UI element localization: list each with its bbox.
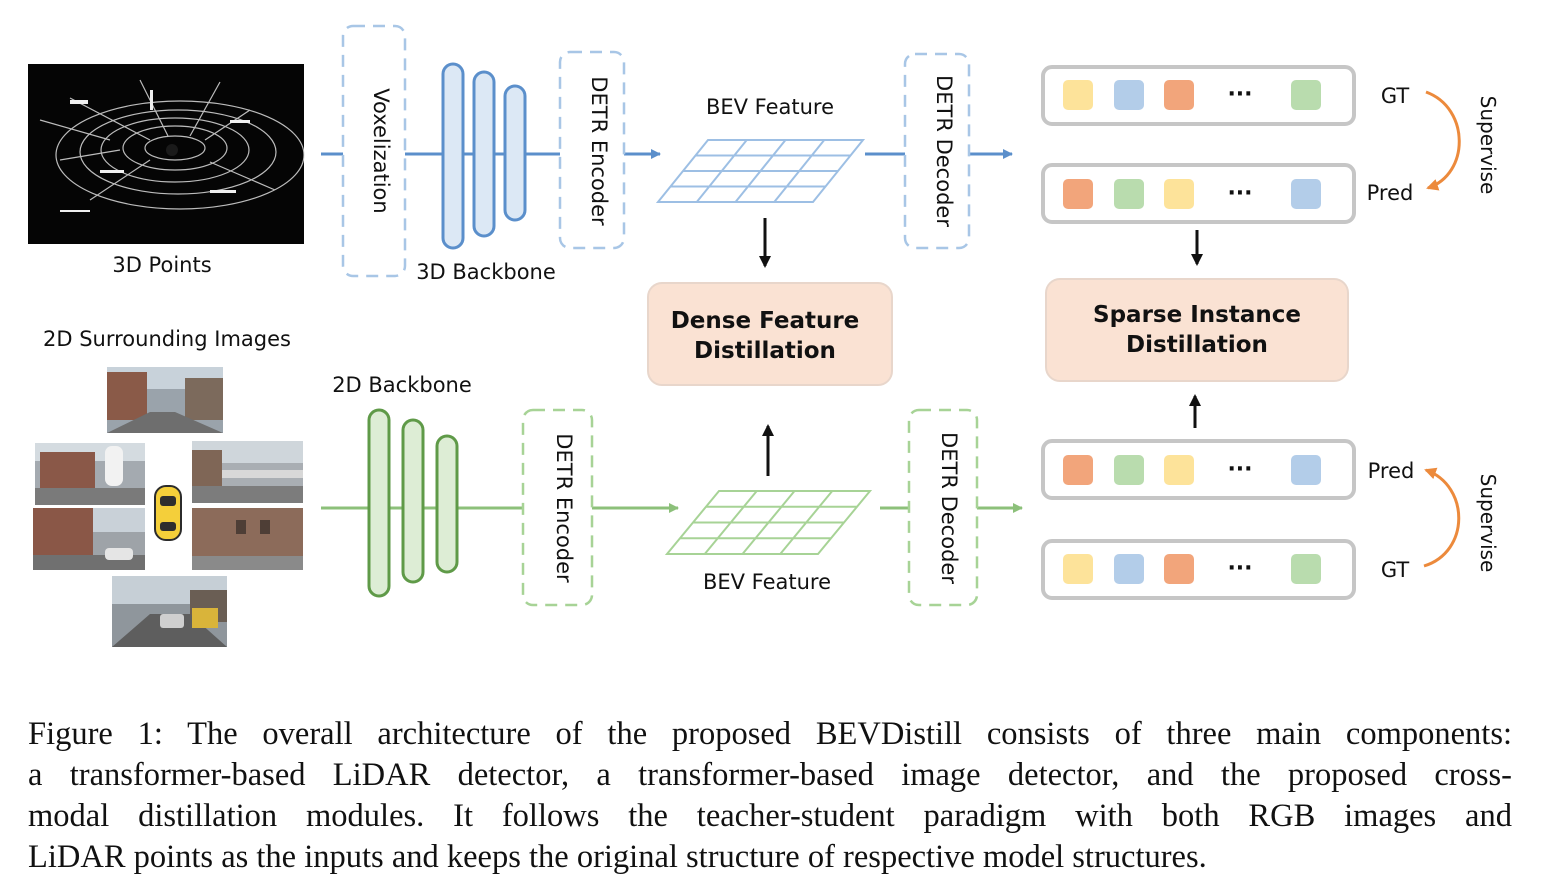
token (1063, 554, 1093, 584)
bottom-gt-token-row: ··· (1041, 539, 1356, 600)
camera-back-left-image (33, 508, 145, 570)
lidar-decoder-block: DETR Decoder (903, 52, 971, 250)
surrounding-camera-images (33, 367, 303, 647)
token (1114, 554, 1144, 584)
bottom-pred-token-row: ··· (1041, 439, 1356, 500)
sparse-distill-line2: Distillation (1126, 332, 1268, 358)
token (1164, 455, 1194, 485)
lidar-bev-label: BEV Feature (706, 95, 834, 119)
lidar-encoder-label: DETR Encoder (587, 76, 611, 226)
token (1063, 455, 1093, 485)
caption-line: Figure 1: The overall architecture of th… (28, 716, 1512, 752)
figure-caption: Figure 1: The overall architecture of th… (28, 714, 1512, 878)
camera-front-right-image (192, 441, 303, 503)
image-decoder-block: DETR Decoder (907, 408, 979, 607)
bottom-supervise-label: Supervise (1476, 474, 1500, 573)
token (1164, 179, 1194, 209)
sparse-distill-line1: Sparse Instance (1093, 302, 1301, 328)
lidar-point-cloud-image (28, 64, 305, 244)
token (1291, 179, 1321, 209)
top-supervise-arrow (1425, 90, 1461, 191)
caption-line: modal distillation modules. It follows t… (28, 798, 1512, 834)
token (1164, 80, 1194, 110)
camera-back-right-image (192, 508, 303, 570)
architecture-diagram: 3D Points Voxelization 3D Backbone DETR … (28, 24, 1500, 647)
token (1164, 554, 1194, 584)
bottom-pred-label: Pred (1368, 459, 1415, 483)
token (1291, 554, 1321, 584)
token (1114, 179, 1144, 209)
image-encoder-label: DETR Encoder (552, 433, 576, 583)
bottom-gt-label: GT (1381, 558, 1410, 582)
dense-feature-distillation-box: Dense Feature Distillation (647, 282, 893, 386)
lidar-backbone-block (441, 62, 527, 250)
token (1063, 80, 1093, 110)
dense-distill-line2: Distillation (694, 338, 836, 364)
image-bev-grid (664, 490, 873, 555)
image-backbone-label: 2D Backbone (332, 373, 472, 397)
token (1291, 80, 1321, 110)
top-gt-label: GT (1381, 84, 1410, 108)
bottom-supervise-arrow (1423, 467, 1461, 568)
voxelization-block: Voxelization (341, 24, 407, 278)
image-backbone-block (367, 408, 459, 598)
caption-line: a transformer-based LiDAR detector, a tr… (28, 757, 1512, 793)
token (1114, 455, 1144, 485)
caption-line: LiDAR points as the inputs and keeps the… (28, 839, 1207, 875)
top-supervise-label: Supervise (1476, 96, 1500, 195)
ellipsis: ··· (1227, 82, 1252, 107)
ellipsis: ··· (1227, 556, 1252, 581)
camera-front-left-image (35, 443, 145, 505)
lidar-backbone-label: 3D Backbone (416, 260, 556, 284)
camera-front-image (107, 367, 223, 433)
token (1063, 179, 1093, 209)
voxelization-label: Voxelization (369, 88, 393, 213)
token (1291, 455, 1321, 485)
image-bev-label: BEV Feature (703, 570, 831, 594)
ellipsis: ··· (1227, 457, 1252, 482)
top-pred-label: Pred (1367, 181, 1414, 205)
dense-distill-line1: Dense Feature (671, 308, 860, 334)
lidar-encoder-block: DETR Encoder (558, 50, 626, 250)
ego-car-icon (154, 485, 182, 541)
lidar-input-label: 3D Points (112, 253, 211, 277)
camera-back-image (112, 576, 227, 647)
top-pred-token-row: ··· (1041, 163, 1356, 224)
token (1114, 80, 1144, 110)
image-decoder-label: DETR Decoder (937, 432, 961, 584)
image-input-label: 2D Surrounding Images (43, 327, 291, 351)
ellipsis: ··· (1227, 181, 1252, 206)
image-encoder-block: DETR Encoder (521, 408, 594, 607)
lidar-bev-grid (655, 139, 866, 203)
top-gt-token-row: ··· (1041, 65, 1356, 126)
lidar-decoder-label: DETR Decoder (932, 75, 956, 227)
sparse-instance-distillation-box: Sparse Instance Distillation (1045, 278, 1349, 382)
